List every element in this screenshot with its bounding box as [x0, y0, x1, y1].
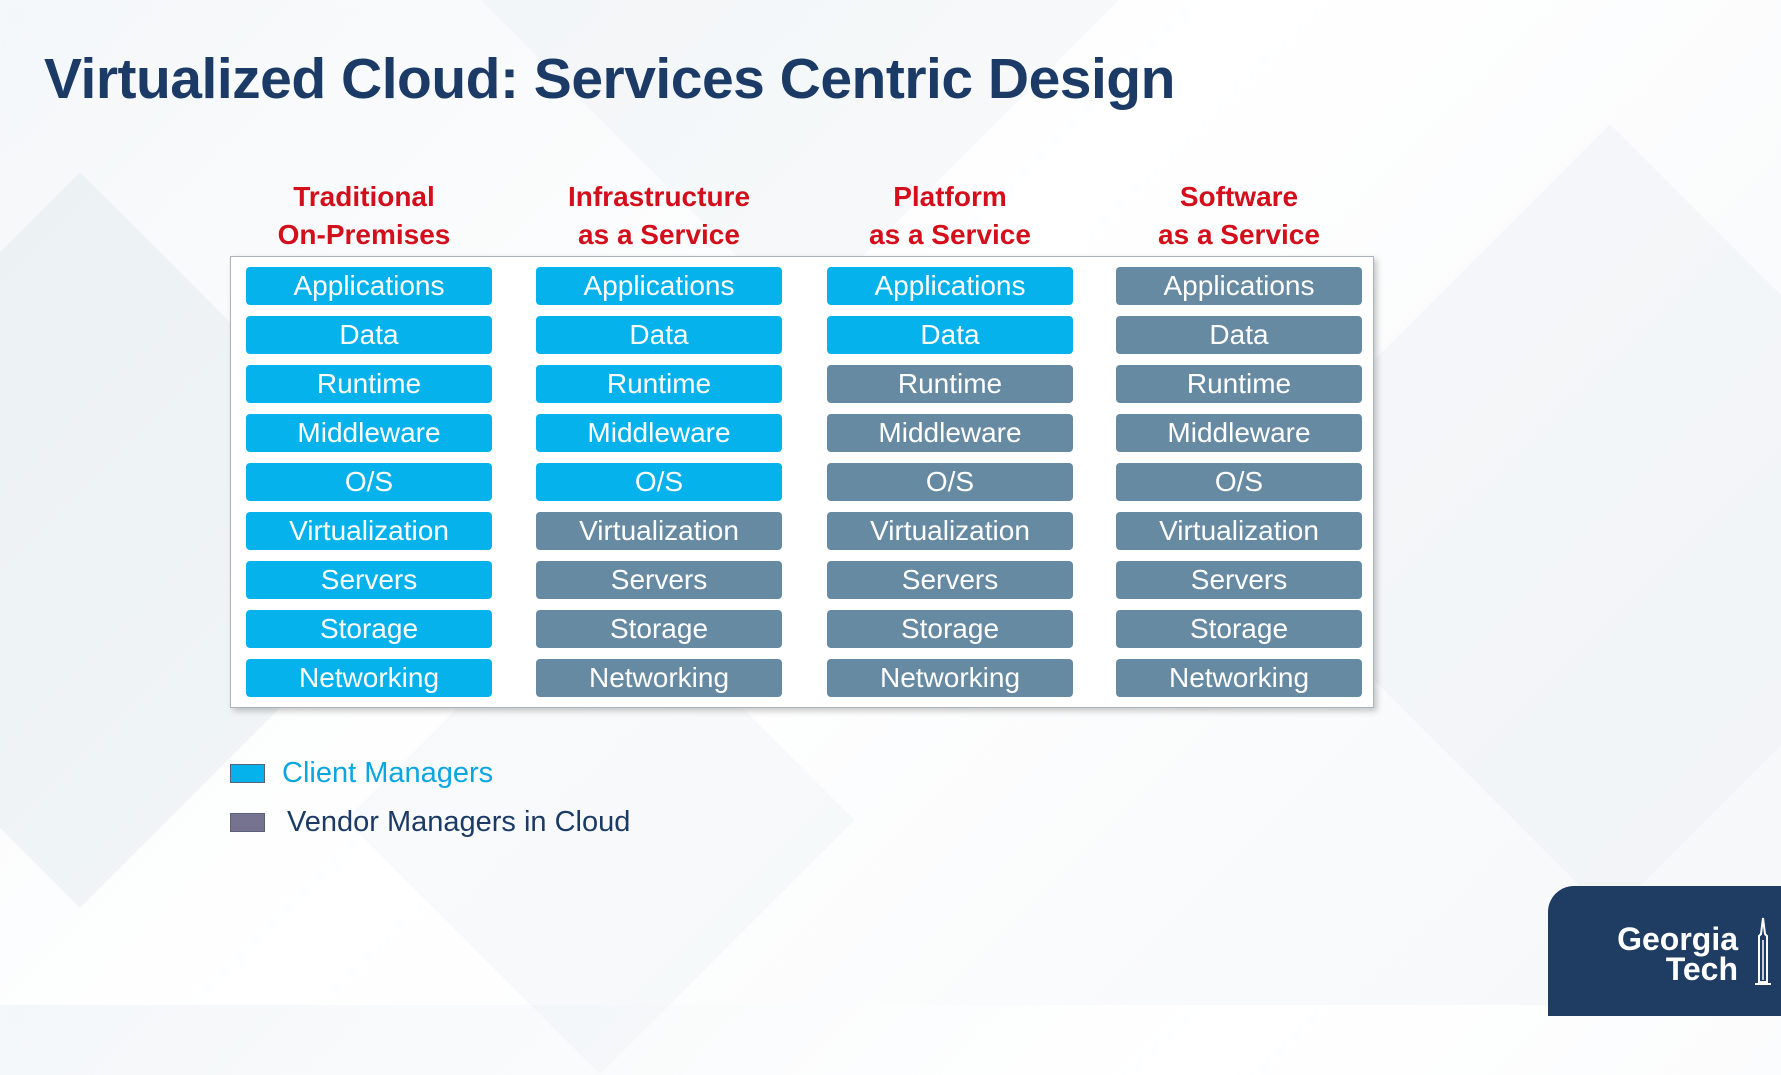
stack-cell-applications: Applications [1116, 267, 1362, 305]
stack-cell-applications: Applications [827, 267, 1073, 305]
stack-cell-middleware: Middleware [536, 414, 782, 452]
column-header-line: as a Service [869, 219, 1031, 250]
column-header-line: Traditional [293, 181, 435, 212]
column-header-line: Software [1179, 181, 1299, 212]
stack-cell-middleware: Middleware [246, 414, 492, 452]
logo-wordmark: Georgia Tech [1617, 921, 1738, 987]
stack-cell-servers: Servers [1116, 561, 1362, 599]
stack-cell-o-s: O/S [246, 463, 492, 501]
column-header-line: as a Service [578, 219, 740, 250]
vendor-color-swatch [230, 813, 265, 832]
legend-item-vendor: Vendor Managers in Cloud [230, 806, 630, 839]
stack-cell-networking: Networking [1116, 659, 1362, 697]
column-header-iaas: Infrastructure as a Service [519, 178, 799, 254]
stack-cell-servers: Servers [536, 561, 782, 599]
stack-cell-storage: Storage [1116, 610, 1362, 648]
tech-tower-icon [1755, 917, 1771, 985]
stack-cell-o-s: O/S [536, 463, 782, 501]
stack-cell-networking: Networking [246, 659, 492, 697]
legend-label: Vendor Managers in Cloud [287, 806, 631, 838]
stack-cell-virtualization: Virtualization [1116, 512, 1362, 550]
stack-cell-storage: Storage [246, 610, 492, 648]
georgia-tech-logo: Georgia Tech [1548, 886, 1781, 1016]
stack-cell-networking: Networking [827, 659, 1073, 697]
logo-text-line: Tech [1665, 951, 1738, 987]
stack-cell-data: Data [246, 316, 492, 354]
stack-cell-runtime: Runtime [246, 365, 492, 403]
column-header-line: Platform [893, 181, 1007, 212]
stack-cell-virtualization: Virtualization [246, 512, 492, 550]
stack-cell-o-s: O/S [827, 463, 1073, 501]
stack-cell-runtime: Runtime [827, 365, 1073, 403]
stack-cell-servers: Servers [827, 561, 1073, 599]
stack-cell-o-s: O/S [1116, 463, 1362, 501]
stack-cell-storage: Storage [827, 610, 1073, 648]
stack-cell-servers: Servers [246, 561, 492, 599]
stack-cell-middleware: Middleware [827, 414, 1073, 452]
stack-cell-virtualization: Virtualization [827, 512, 1073, 550]
stack-cell-runtime: Runtime [1116, 365, 1362, 403]
slide-title: Virtualized Cloud: Services Centric Desi… [44, 47, 1175, 111]
column-header-saas: Software as a Service [1099, 178, 1379, 254]
stack-cell-virtualization: Virtualization [536, 512, 782, 550]
stack-cell-data: Data [1116, 316, 1362, 354]
stack-cell-storage: Storage [536, 610, 782, 648]
column-header-paas: Platform as a Service [810, 178, 1090, 254]
stack-cell-applications: Applications [536, 267, 782, 305]
stack-cell-data: Data [827, 316, 1073, 354]
stack-cell-data: Data [536, 316, 782, 354]
client-color-swatch [230, 764, 265, 783]
column-header-on-premises: Traditional On-Premises [224, 178, 504, 254]
logo-text-line: Georgia [1617, 921, 1738, 957]
stack-cell-middleware: Middleware [1116, 414, 1362, 452]
legend-item-client: Client Managers [230, 757, 493, 790]
stack-cell-networking: Networking [536, 659, 782, 697]
stack-cell-applications: Applications [246, 267, 492, 305]
column-header-line: Infrastructure [567, 181, 751, 212]
legend-label: Client Managers [282, 757, 494, 789]
stack-cell-runtime: Runtime [536, 365, 782, 403]
column-header-line: as a Service [1158, 219, 1320, 250]
column-header-line: On-Premises [277, 219, 451, 250]
